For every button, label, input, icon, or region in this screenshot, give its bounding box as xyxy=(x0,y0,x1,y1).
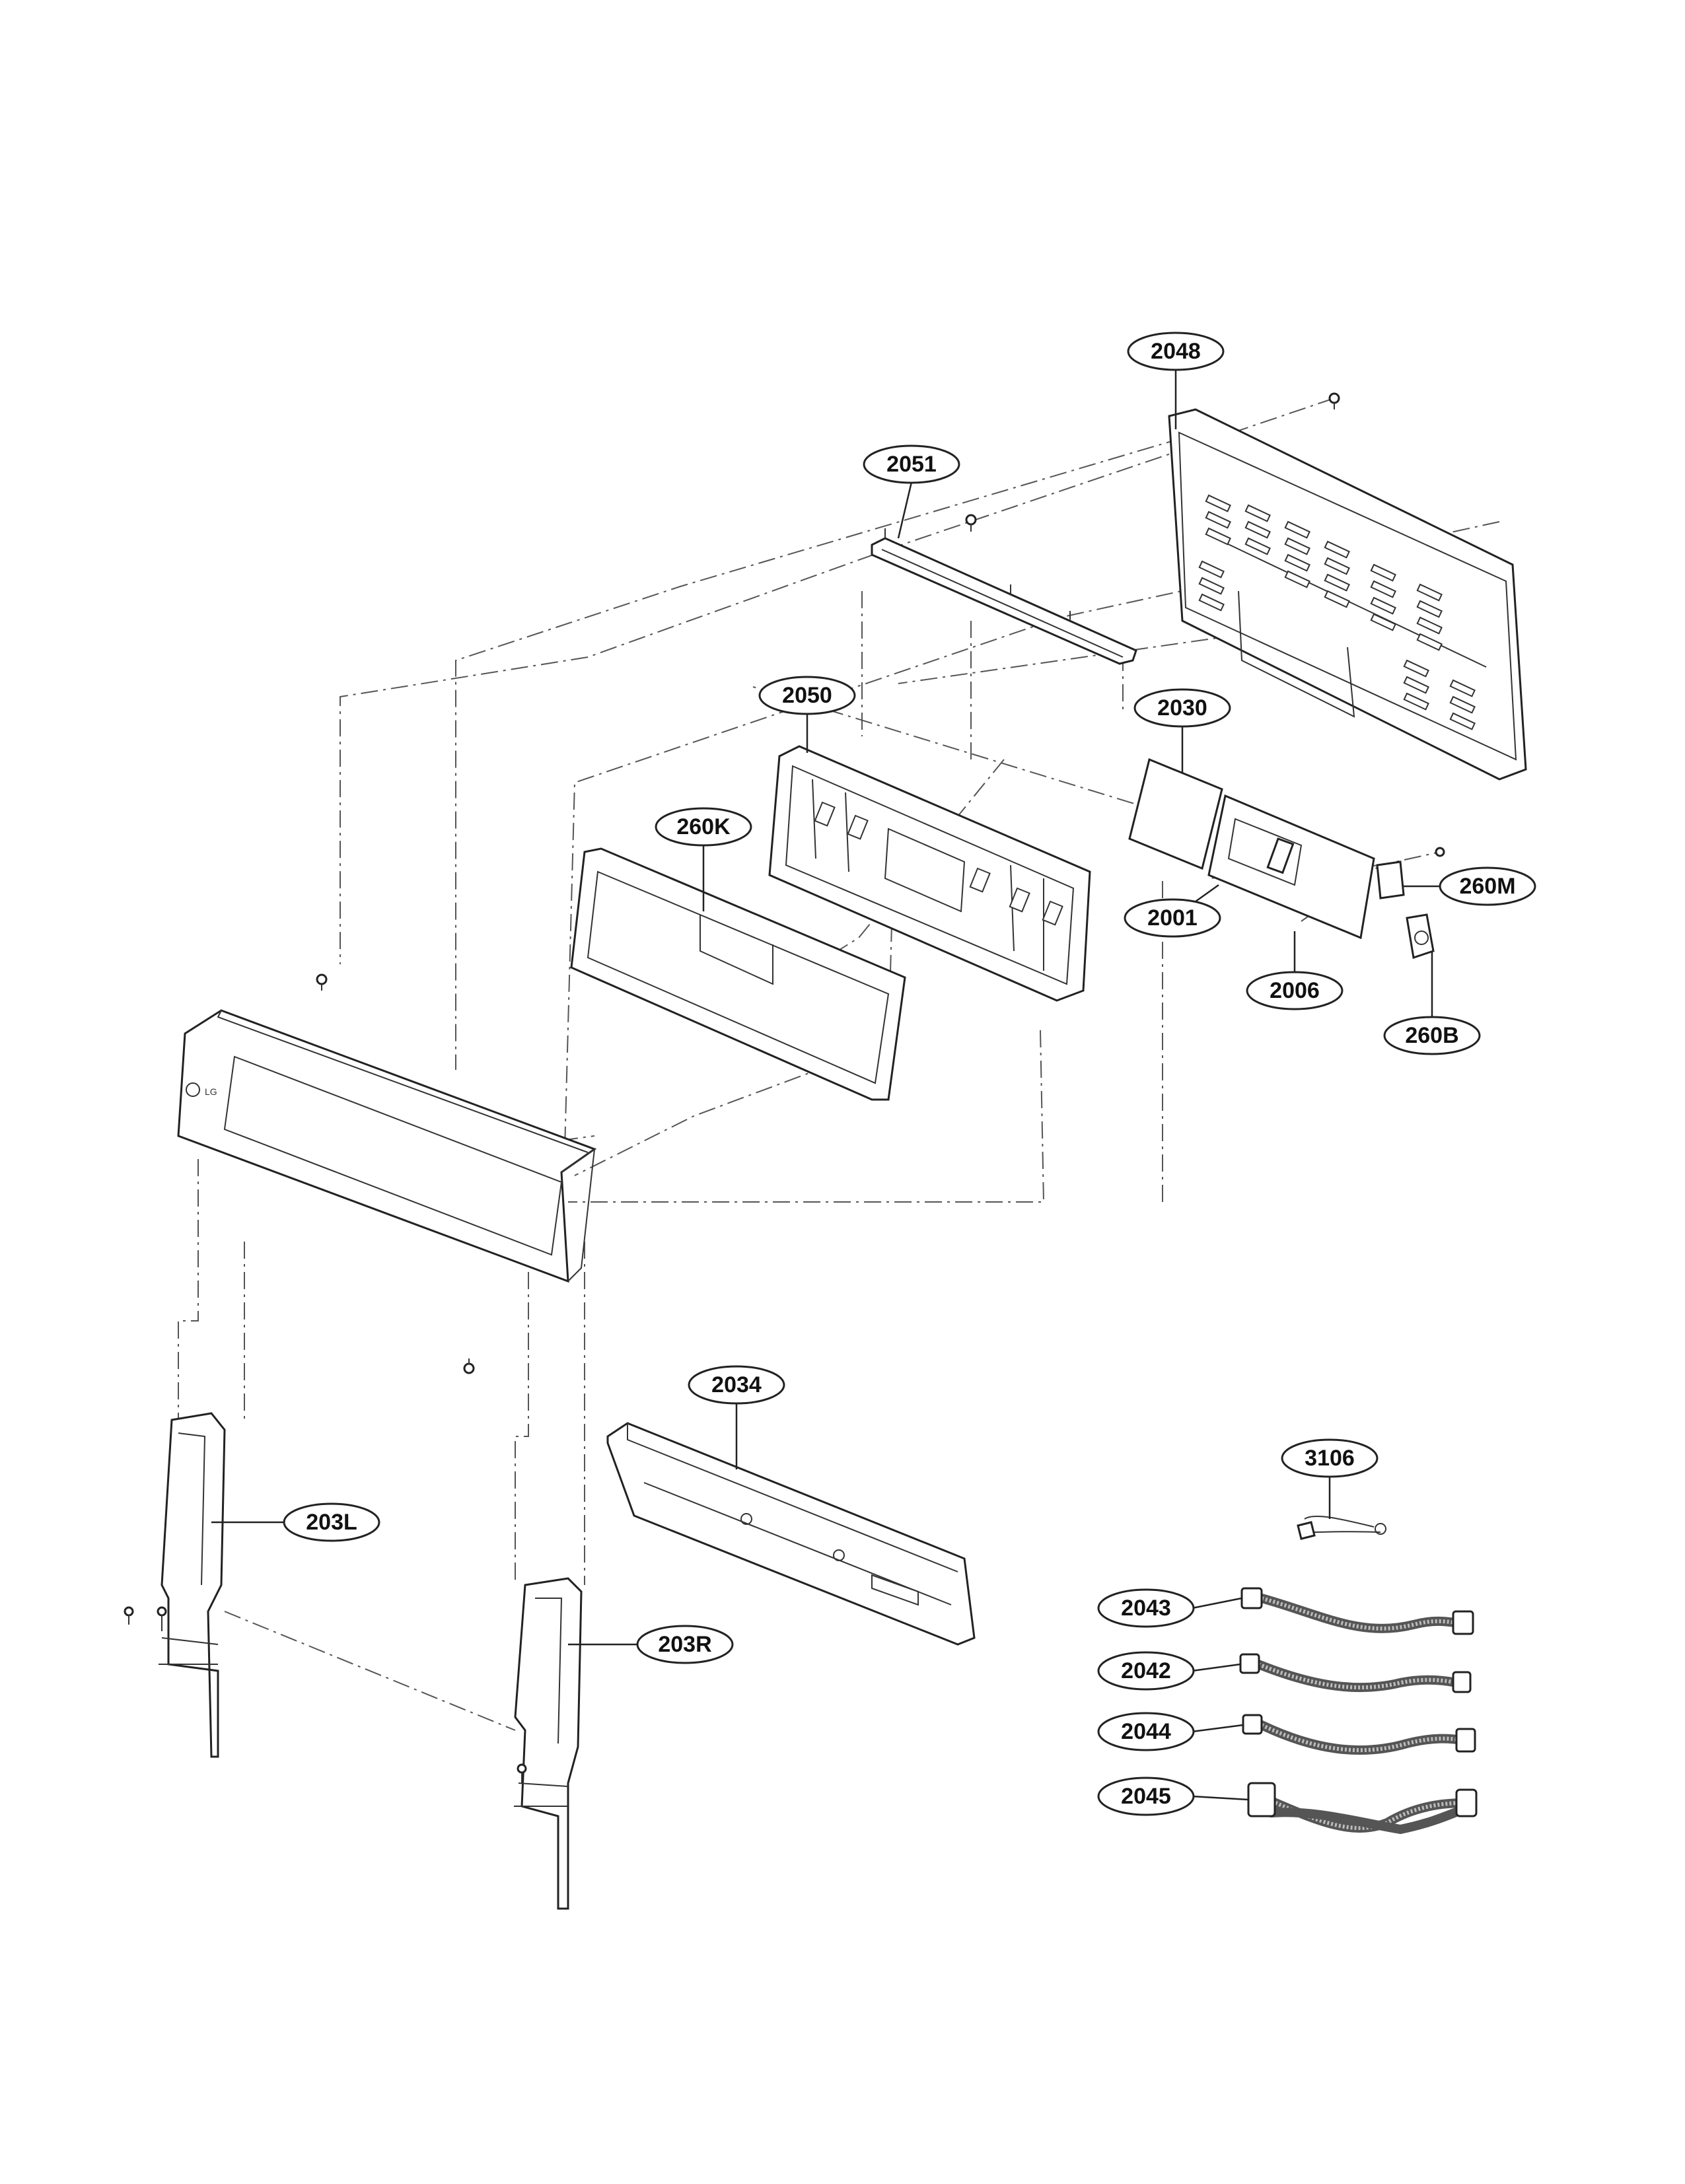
callout-2001-label: 2001 xyxy=(1147,905,1198,931)
callout-260K[interactable]: 260K xyxy=(655,807,752,847)
part-3106-ground-wire xyxy=(1297,1515,1386,1540)
callout-2051[interactable]: 2051 xyxy=(863,444,960,484)
part-2048-rear-panel xyxy=(1168,392,1527,781)
part-2042-wire-harness xyxy=(1239,1653,1472,1693)
part-203L-left-side-bracket xyxy=(124,1412,226,1758)
screw-icon xyxy=(517,1763,527,1783)
part-260M-knob xyxy=(1376,861,1405,899)
part-2006-control-board xyxy=(1207,794,1375,940)
callout-260M-label: 260M xyxy=(1459,874,1515,899)
callout-2034-label: 2034 xyxy=(711,1372,762,1397)
callout-2042-label: 2042 xyxy=(1121,1658,1171,1683)
callout-2030[interactable]: 2030 xyxy=(1133,688,1231,728)
screw-icon xyxy=(1328,392,1340,409)
callout-203L[interactable]: 203L xyxy=(283,1502,380,1542)
callout-3106-label: 3106 xyxy=(1305,1446,1355,1471)
part-2043-wire-harness xyxy=(1240,1587,1474,1635)
callout-203R-label: 203R xyxy=(658,1632,711,1657)
callout-2050-label: 2050 xyxy=(782,683,832,708)
callout-2001[interactable]: 2001 xyxy=(1124,898,1221,938)
callout-2030-label: 2030 xyxy=(1157,695,1207,721)
callout-2006[interactable]: 2006 xyxy=(1246,971,1344,1010)
screw-icon xyxy=(157,1606,167,1631)
screw-icon xyxy=(965,514,977,532)
callout-2051-label: 2051 xyxy=(886,452,937,477)
callout-3106[interactable]: 3106 xyxy=(1281,1438,1379,1478)
part-260B-switch xyxy=(1406,913,1435,959)
callout-203L-label: 203L xyxy=(306,1510,357,1535)
callout-2043-label: 2043 xyxy=(1121,1596,1171,1621)
callout-2050[interactable]: 2050 xyxy=(758,676,856,715)
callout-2044-label: 2044 xyxy=(1121,1719,1171,1744)
part-2030-pcb-cover xyxy=(1128,757,1223,870)
part-203R-right-side-bracket xyxy=(514,1577,583,1910)
control-panel-housing: LG xyxy=(177,973,597,1374)
callout-2045-label: 2045 xyxy=(1121,1784,1171,1809)
callout-2043[interactable]: 2043 xyxy=(1097,1588,1195,1628)
callout-2006-label: 2006 xyxy=(1270,978,1320,1003)
part-2050-control-frame xyxy=(768,745,1091,1002)
callout-2045[interactable]: 2045 xyxy=(1097,1777,1195,1816)
callout-2044[interactable]: 2044 xyxy=(1097,1712,1195,1751)
callout-260B[interactable]: 260B xyxy=(1383,1016,1481,1055)
part-2001-board-component xyxy=(1266,837,1295,874)
callout-2048[interactable]: 2048 xyxy=(1127,332,1225,371)
logo-icon: LG xyxy=(186,1082,217,1097)
screw-icon xyxy=(316,973,328,991)
part-260K-display-window xyxy=(570,847,906,1101)
panel-vent-slots xyxy=(1198,494,1476,730)
logo: LG xyxy=(205,1086,217,1097)
screw-icon xyxy=(463,1358,475,1374)
part-2045-wire-harness xyxy=(1247,1782,1478,1835)
callout-260M[interactable]: 260M xyxy=(1439,866,1536,906)
part-2034-trim-bar xyxy=(606,1422,976,1646)
callout-203R[interactable]: 203R xyxy=(636,1625,734,1664)
part-2051-bracket-rail xyxy=(871,514,1137,665)
part-2044-wire-harness xyxy=(1242,1714,1476,1755)
callout-260K-label: 260K xyxy=(676,814,731,839)
callout-260B-label: 260B xyxy=(1405,1023,1458,1048)
leader-lines xyxy=(211,370,1440,1801)
callout-2048-label: 2048 xyxy=(1151,339,1201,364)
screw-icon xyxy=(1435,847,1445,857)
callout-2042[interactable]: 2042 xyxy=(1097,1651,1195,1691)
callout-2034[interactable]: 2034 xyxy=(688,1365,785,1405)
screw-icon xyxy=(124,1606,134,1625)
